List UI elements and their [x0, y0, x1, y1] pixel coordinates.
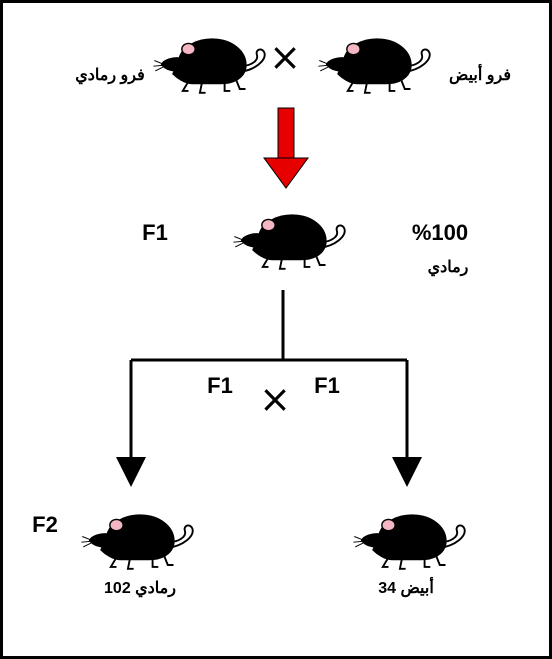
f2-generation-label: F2 [32, 512, 58, 537]
parent-cross-symbol: × [269, 35, 301, 79]
f1-generation-label: F1 [142, 220, 168, 245]
f1-percent: %100 [412, 220, 468, 245]
f2-white-result: 34 أبيض [378, 576, 434, 598]
f1-phenotype: رمادي [428, 259, 469, 277]
parent-gray-label: فرو رمادي [75, 67, 144, 85]
f1-cross-symbol: × [259, 377, 291, 421]
f1-cross-right: F1 [314, 373, 340, 398]
f2-gray-result: 102 رمادي [104, 580, 176, 598]
branch-connector [116, 290, 422, 487]
red-down-arrow [263, 107, 309, 189]
f1-cross-left: F1 [207, 373, 233, 398]
parent-white-label: فرو أبيض [449, 63, 511, 85]
